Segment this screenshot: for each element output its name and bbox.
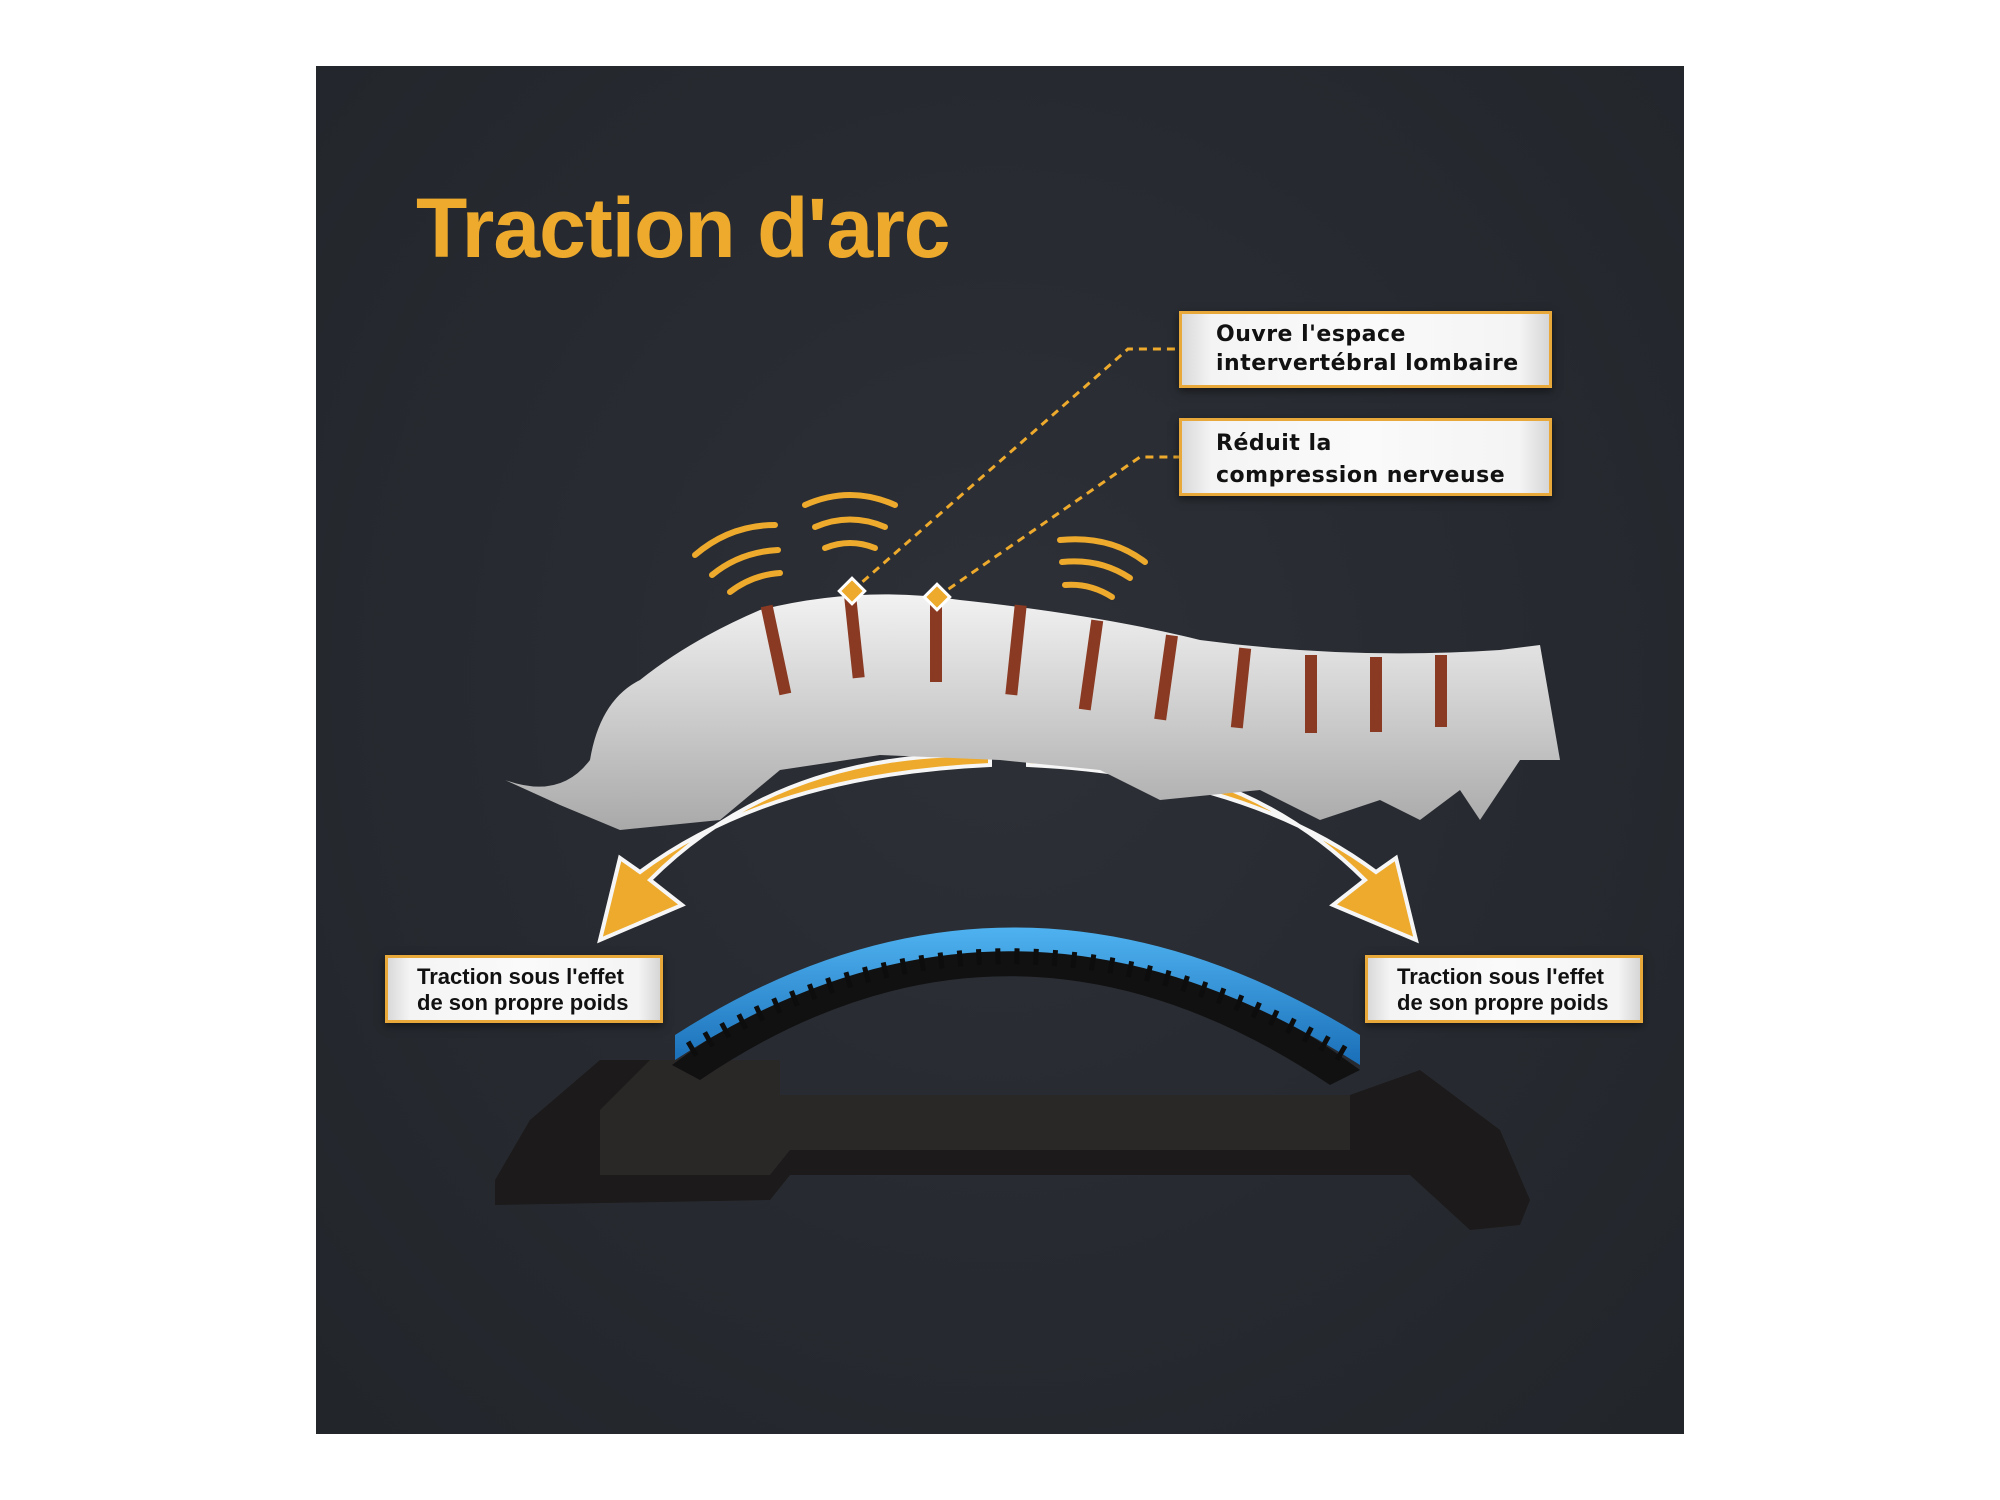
leader-lines [851,347,1179,599]
vibration-waves-icon [692,492,1148,600]
marker-diamonds [837,576,952,612]
callout-right-traction: Traction sous l'effet de son propre poid… [1365,955,1643,1023]
callout-line: de son propre poids [1397,990,1609,1015]
callout-line: intervertébral lombaire [1216,351,1519,376]
callout-line: compression nerveuse [1216,463,1506,488]
page-title: Traction d'arc [416,181,950,275]
callout-opens-space: Ouvre l'espace intervertébral lombaire [1179,311,1552,388]
blue-arch [675,927,1360,1065]
callout-left-traction: Traction sous l'effet de son propre poid… [385,955,663,1023]
callout-line: Ouvre l'espace [1216,322,1406,347]
callout-reduces-compression: Réduit la compression nerveuse [1179,418,1552,496]
callout-line: Réduit la [1216,431,1332,456]
callout-line: de son propre poids [417,990,629,1015]
spine [505,587,1560,830]
back-stretcher-device [495,927,1530,1230]
callout-line: Traction sous l'effet [417,964,624,989]
callout-line: Traction sous l'effet [1397,964,1604,989]
